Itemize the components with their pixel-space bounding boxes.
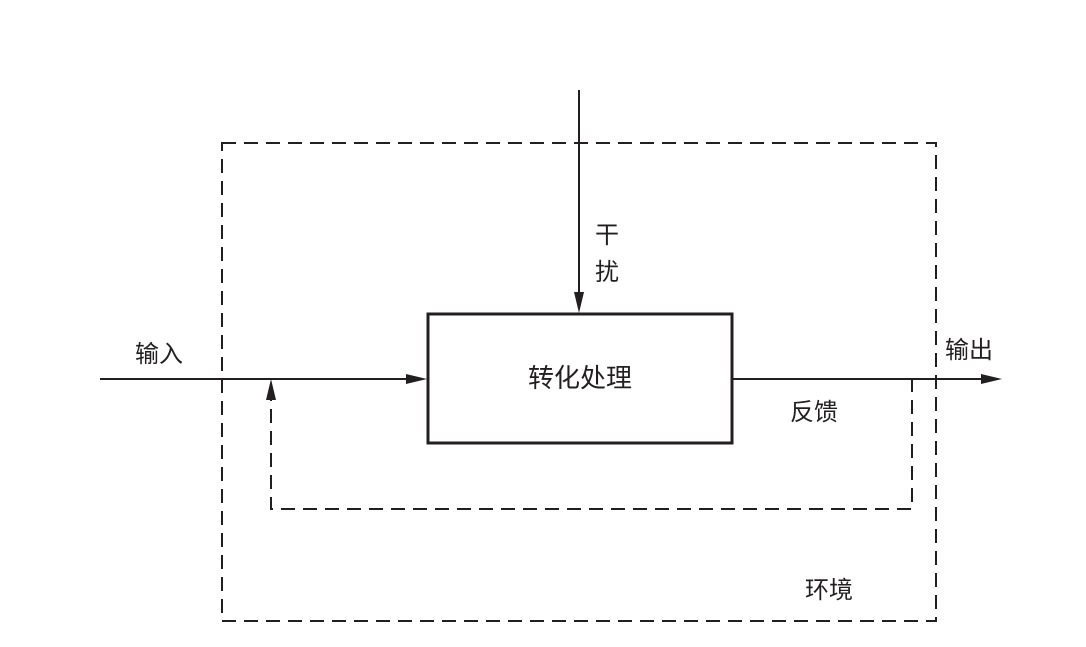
feedback-loop-line: [270, 378, 913, 510]
input-arrowhead: [406, 374, 427, 384]
feedback-label: 反馈: [790, 398, 838, 426]
output-arrowhead: [981, 374, 1002, 384]
disturbance-label-line2: 扰: [595, 258, 619, 286]
process-box-label: 转化处理: [528, 364, 632, 394]
input-label: 输入: [135, 340, 183, 368]
environment-label: 环境: [805, 576, 853, 604]
disturbance-label-line1: 干: [595, 221, 619, 249]
disturbance-arrowhead: [574, 292, 584, 313]
process-box: [426, 312, 734, 445]
output-label: 输出: [945, 336, 993, 364]
feedback-arrowhead: [266, 379, 276, 400]
